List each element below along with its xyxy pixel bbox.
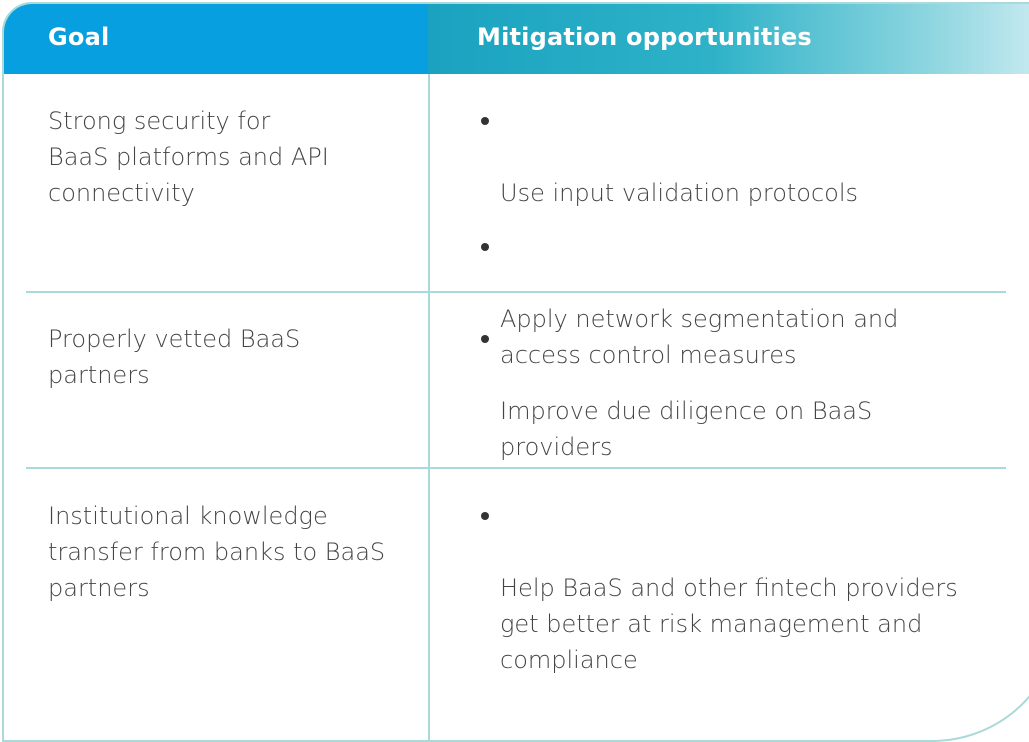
row-1-mitigations: Use input validation protocols Apply net… (480, 103, 980, 391)
list-item: Apply network segmentation and access co… (480, 229, 980, 373)
row-divider (26, 291, 1006, 293)
list-item: Improve due diligence on BaaS providers (480, 321, 980, 465)
mitigation-text: Use input validation protocols (500, 179, 859, 207)
mitigation-header-label: Mitigation opportunities (477, 23, 812, 51)
row-divider (26, 467, 1006, 469)
list-item: Help BaaS and other fintech providers ge… (480, 498, 980, 678)
goal-column-header: Goal (4, 4, 428, 74)
table-header: Goal Mitigation opportunities (4, 4, 1029, 74)
bullet-icon (481, 512, 489, 520)
mitigation-text: Improve due diligence on BaaS providers (500, 397, 873, 461)
mitigation-text: Help BaaS and other fintech providers ge… (500, 574, 958, 674)
mitigation-text: Apply network segmentation and access co… (500, 305, 899, 369)
bullet-icon (481, 117, 489, 125)
row-1-goal: Strong security for BaaS platforms and A… (48, 107, 329, 207)
goal-header-label: Goal (48, 23, 110, 51)
row-3-goal: Institutional knowledge transfer from ba… (48, 502, 386, 602)
column-divider (428, 74, 430, 740)
list-item: Use input validation protocols (480, 103, 980, 211)
bullet-icon (481, 335, 489, 343)
bullet-icon (481, 243, 489, 251)
mitigation-column-header: Mitigation opportunities (428, 4, 1029, 74)
row-2-mitigations: Improve due diligence on BaaS providers (480, 321, 980, 483)
row-2-goal: Properly vetted BaaS partners (48, 325, 301, 389)
row-3-mitigations: Help BaaS and other fintech providers ge… (480, 498, 980, 696)
